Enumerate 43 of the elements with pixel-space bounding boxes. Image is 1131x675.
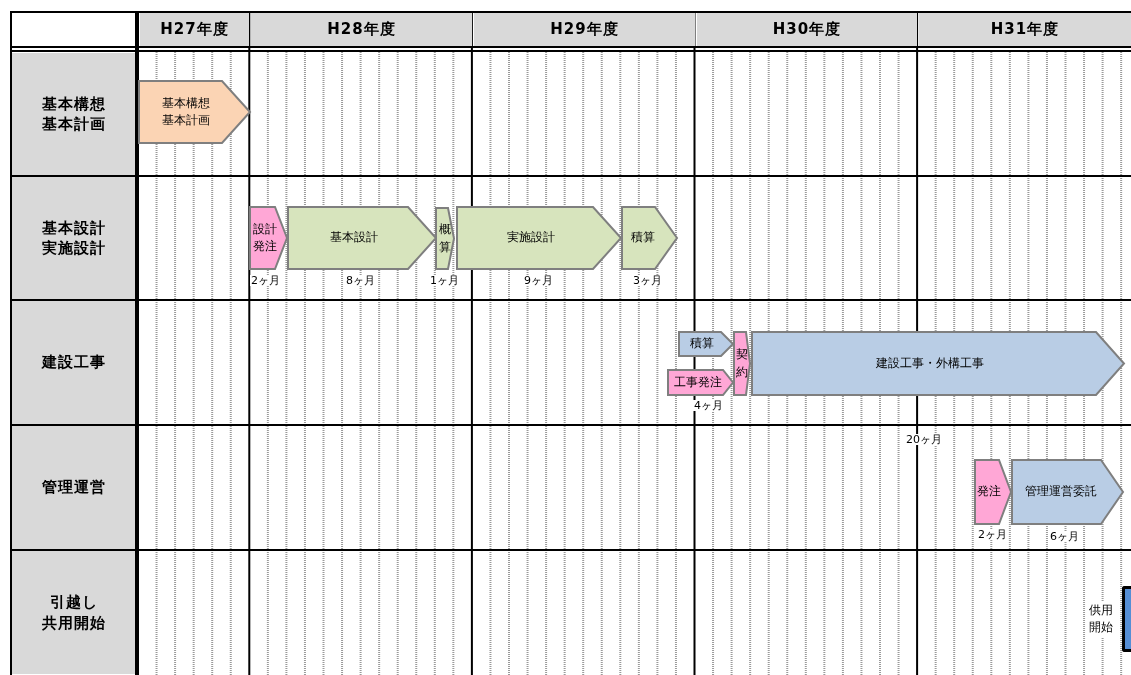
duration-label: 8ヶ月 [345,275,376,286]
bar-label: 契約 [736,346,748,381]
year-header-cell: H31年度 [919,13,1131,46]
bar-label: 基本設計 [329,229,378,247]
duration-label: 3ヶ月 [632,275,663,286]
year-header-cell: H29年度 [474,13,695,46]
milestone-label: 供用開始 [1088,602,1114,637]
year-header-cell: H30年度 [697,13,917,46]
milestone-box [1122,586,1131,652]
row-header-cell: 基本設計実施設計 [12,177,135,299]
duration-label: 20ヶ月 [905,434,943,445]
chevron-bar [752,332,1124,395]
row-header-cell: 引越し共用開始 [12,551,135,674]
row-header-cell: 基本構想基本計画 [12,53,135,175]
bar-label: 積算 [630,229,655,247]
row-header-cell: 建設工事 [12,301,135,424]
bar-label: 実施設計 [506,229,555,247]
chevron-bar [436,208,454,269]
chevron-bar [679,332,733,356]
row-header-cell: 管理運営 [12,426,135,549]
year-header-cell: H28年度 [251,13,472,46]
year-header-cell: H27年度 [140,13,249,46]
chevron-bar [975,460,1011,524]
bar-label: 基本構想基本計画 [162,94,211,129]
chevron-bar [1012,460,1123,524]
duration-label: 2ヶ月 [977,529,1008,540]
chevron-bar [622,207,677,269]
chevron-bar [250,207,287,269]
chevron-bar [139,81,250,143]
chevron-bar [668,370,733,395]
bar-label: 設計発注 [252,220,277,255]
duration-label: 6ヶ月 [1049,531,1080,542]
chevron-bar [734,332,750,395]
bar-label: 発注 [977,483,1002,501]
bar-label: 管理運営委託 [1024,483,1097,501]
bar-label: 概算 [439,221,451,256]
bar-label: 工事発注 [673,373,722,391]
duration-label: 2ヶ月 [250,275,281,286]
bar-label: 建設工事・外構工事 [875,354,984,372]
bar-label: 積算 [690,335,715,353]
duration-label: 9ヶ月 [523,275,554,286]
duration-label: 1ヶ月 [429,275,460,286]
duration-label: 4ヶ月 [693,400,724,411]
